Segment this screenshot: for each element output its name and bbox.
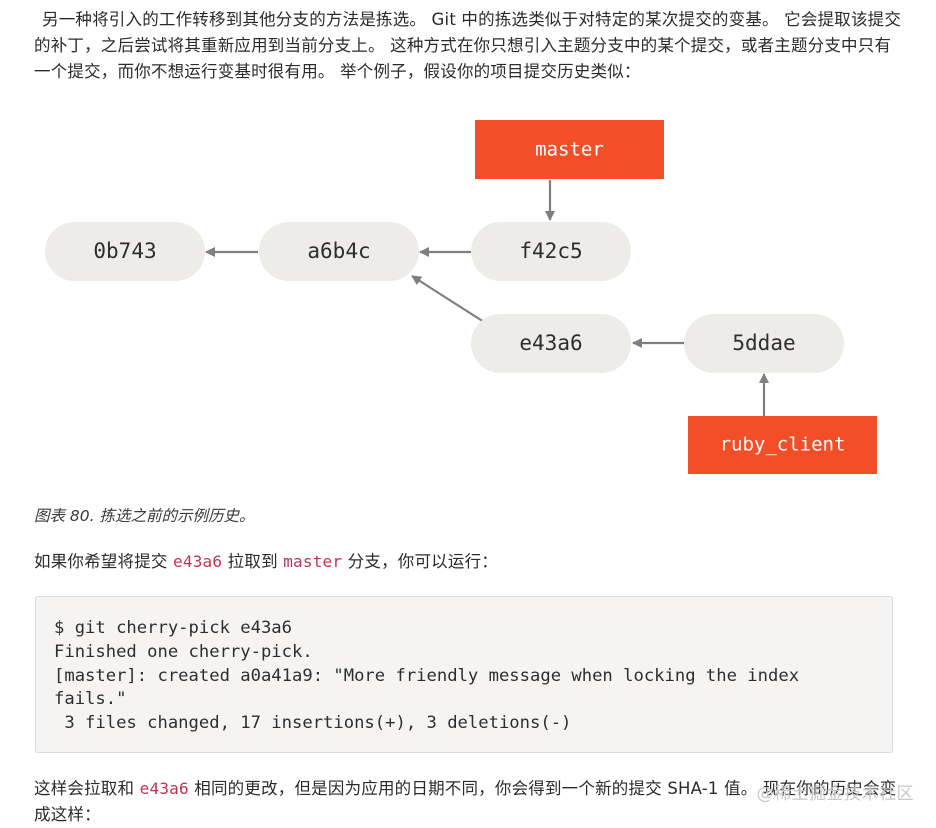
result-text-after: 相同的更改，但是因为应用的日期不同，你会得到一个新的提交 SHA-1 值。 现在… (34, 779, 897, 824)
branch-master-label: master (535, 139, 604, 161)
commit-e43a6-label: e43a6 (519, 331, 582, 355)
commit-a6b4c-label: a6b4c (307, 239, 370, 263)
watermark: @稀土掘金技术社区 (756, 784, 914, 804)
commit-0b743-node (45, 222, 205, 281)
intro-paragraph: 另一种将引入的工作转移到其他分支的方法是拣选。 Git 中的拣选类似于对特定的某… (34, 10, 902, 81)
instruction-text-after: 分支，你可以运行： (342, 552, 498, 571)
branch-master-box (475, 120, 664, 179)
code-block-text[interactable]: $ git cherry-pick e43a6 Finished one che… (54, 618, 800, 734)
arrow-e43a6-to-a6b4c (411, 275, 485, 323)
instruction-text-middle: 拉取到 (222, 552, 284, 571)
code-block: $ git cherry-pick e43a6 Finished one che… (35, 596, 893, 753)
figure-caption: 图表 80. 拣选之前的示例历史。 (34, 507, 255, 525)
inline-code-commit: e43a6 (173, 552, 223, 571)
commit-e43a6-node (471, 314, 631, 373)
inline-code-branch: master (283, 552, 343, 571)
commit-0b743-label: 0b743 (93, 239, 156, 263)
result-text-before: 这样会拉取和 (34, 779, 140, 798)
commit-a6b4c-node (259, 222, 419, 281)
result-paragraph: 这样会拉取和 e43a6 相同的更改，但是因为应用的日期不同，你会得到一个新的提… (34, 776, 904, 828)
commit-5ddae-label: 5ddae (732, 331, 795, 355)
branch-ruby-client-label: ruby_client (720, 434, 846, 456)
instruction-text-before: 如果你希望将提交 (34, 552, 174, 571)
commit-5ddae-node (684, 314, 844, 373)
commit-f42c5-node (471, 222, 631, 281)
instruction-paragraph: 如果你希望将提交 e43a6 拉取到 master 分支，你可以运行： (34, 549, 904, 575)
inline-code-commit-2: e43a6 (139, 779, 189, 798)
commit-history-diagram: master ruby_client 0b743 a6b4c f42c5 e43… (45, 120, 877, 474)
branch-ruby-client-box (688, 416, 877, 474)
commit-f42c5-label: f42c5 (519, 239, 582, 263)
